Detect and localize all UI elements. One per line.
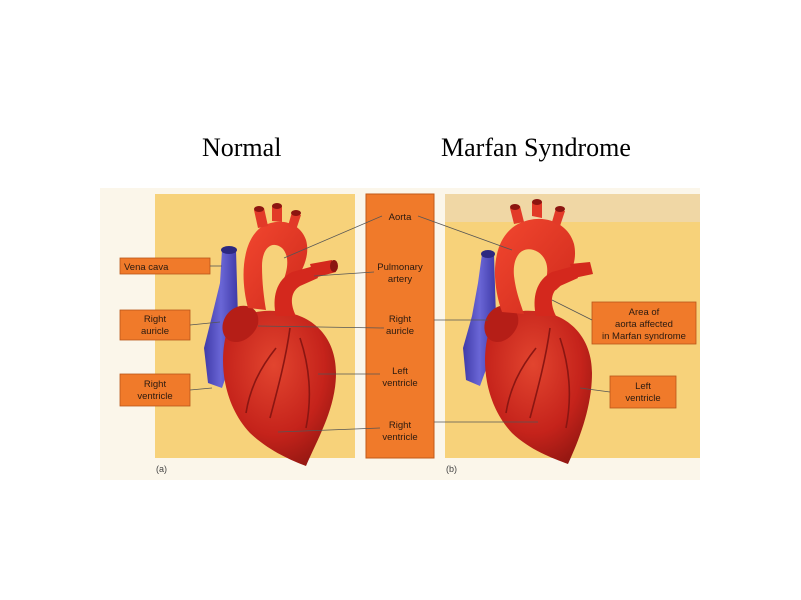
panel-label-b: (b) [446,464,457,474]
right-ventricle-left-callout-line-2: ventricle [137,391,172,402]
left-ventricle-center-label-line-1: Left [392,366,408,377]
pulmonary-branch-opening [330,260,338,272]
aorta-affected-callout-line-2: aorta affected [615,319,673,330]
marfan-vena-cava-opening [481,250,495,258]
leader-left-ventricle-right [579,387,611,393]
left-ventricle-right-callout-line-1: Left [635,381,651,392]
right-ventricle-left-callout-box [119,373,191,407]
vena-cava-opening [221,246,237,254]
aorta-branch-2-opening [272,203,282,209]
leader-right-auricle-left [189,321,221,326]
center-callout-column [365,193,435,459]
marfan-aorta-branch-1 [510,206,524,224]
right-ventricle-center-label-line-2: ventricle [382,432,417,443]
right-panel-faded-band [445,194,700,222]
pulmonary-artery-center-label-line-2: artery [388,274,413,285]
aorta-branch-3 [288,212,301,230]
leader-right-auricle-center [257,325,385,329]
left-ventricle-right-callout-line-2: ventricle [625,393,660,404]
leader-aorta-left [283,215,383,259]
heart-comparison-figure: Vena cava Right auricle Right ventricle … [100,188,700,480]
normal-auricle-shape [222,305,259,343]
right-auricle-left-callout-box [119,309,191,341]
right-auricle-center-label-line-2: auricle [386,326,414,337]
leader-pulmonary-left [313,271,375,277]
panel-label-a: (a) [156,464,167,474]
right-auricle-center-label-line-1: Right [389,314,412,325]
leader-right-ventricle-center [277,427,381,433]
normal-heading: Normal [202,133,282,162]
aorta-affected-callout-line-1: Area of [629,307,660,318]
marfan-aorta-branch-3-opening [555,206,565,212]
leader-right-ventricle-left [189,387,213,391]
marfan-pulmonary-branch-shape [570,262,593,278]
normal-aorta-shape [243,221,308,310]
marfan-aorta-branch-2-opening [532,199,542,205]
heart-comparison-svg: Vena cava Right auricle Right ventricle … [100,188,700,480]
leader-aorta-affected [551,299,593,321]
normal-surface-vessels [245,327,311,429]
aorta-affected-callout-box [591,301,697,345]
leader-lines [189,215,611,433]
marfan-aorta-branch-1-opening [510,204,520,210]
left-ventricle-right-callout-box [609,375,677,409]
normal-ventricle-shape [223,310,336,466]
right-auricle-left-callout-line-1: Right [144,314,167,325]
marfan-aorta-branch-3 [552,208,565,226]
marfan-pulmonary-artery-shape [534,266,578,316]
left-ventricle-center-label-line-2: ventricle [382,378,417,389]
pulmonary-artery-center-label-line-1: Pulmonary [377,262,423,273]
right-ventricle-left-callout-line-1: Right [144,379,167,390]
leader-aorta-right [417,215,513,251]
normal-pulmonary-artery-shape [274,266,318,316]
marfan-aorta-branch-2 [532,202,542,218]
aorta-branch-2 [272,206,282,222]
normal-heart [204,203,338,466]
aorta-center-label: Aorta [389,212,412,223]
vena-cava-callout-text: Vena cava [124,262,169,273]
aorta-branch-1-opening [254,206,264,212]
aorta-affected-callout-line-3: in Marfan syndrome [602,331,686,342]
pulmonary-branch-shape [310,260,336,278]
aorta-branch-3-opening [291,210,301,216]
marfan-auricle-shape [484,305,519,343]
marfan-syndrome-heading: Marfan Syndrome [441,133,631,162]
right-auricle-left-callout-line-2: auricle [141,326,169,337]
marfan-surface-vessels [505,327,571,429]
aorta-branch-1 [254,208,268,228]
right-ventricle-center-label-line-1: Right [389,420,412,431]
